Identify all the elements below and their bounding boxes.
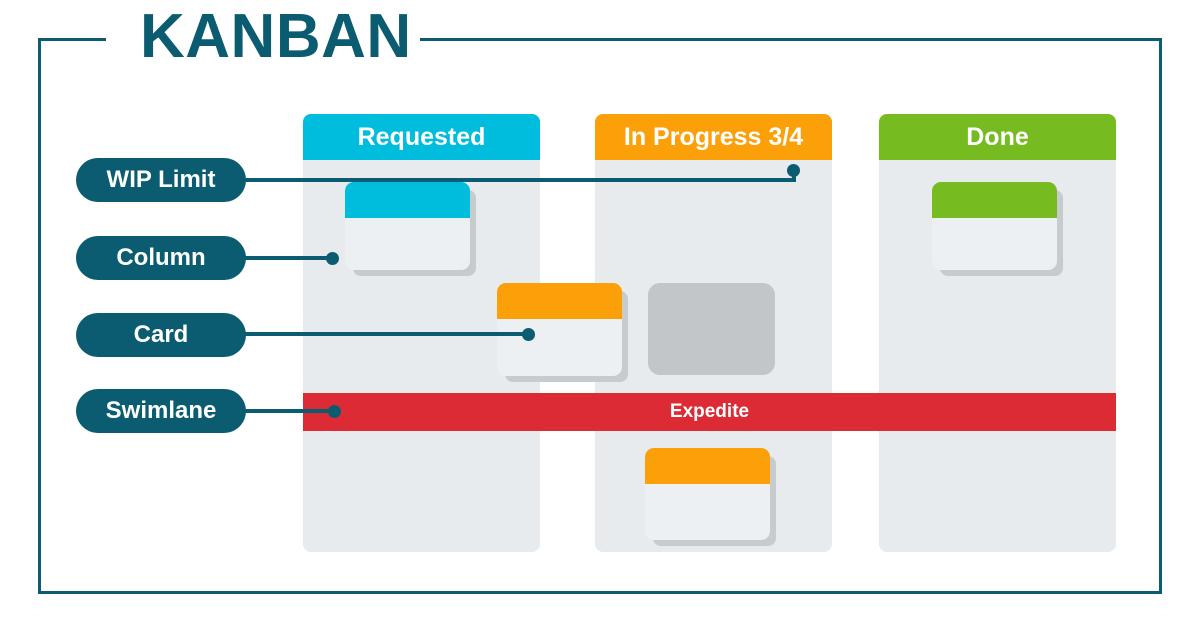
callout-label-wip-limit: WIP Limit — [106, 166, 216, 193]
swimlane-label: Expedite — [669, 401, 750, 422]
column-in-progress[interactable]: In Progress 3/4 — [595, 114, 832, 552]
card-orange-straddle[interactable] — [497, 283, 622, 376]
connector-card-horizontal — [240, 332, 532, 336]
card-done-green[interactable] — [932, 182, 1057, 270]
callout-pill-card[interactable]: Card — [76, 313, 246, 357]
frame-border-bottom — [38, 591, 1162, 594]
callout-label-swimlane: Swimlane — [105, 397, 217, 424]
connector-dot-column — [326, 252, 339, 265]
connector-column-horizontal — [240, 256, 336, 260]
frame-border-left — [38, 38, 41, 594]
connector-swimlane-horizontal — [240, 409, 338, 413]
connector-dot-swimlane — [328, 405, 341, 418]
callout-pill-wip-limit[interactable]: WIP Limit — [76, 158, 246, 202]
card-in-progress-orange[interactable] — [645, 448, 770, 540]
column-header-done: Done — [879, 114, 1116, 160]
card-in-progress-gray[interactable] — [648, 283, 775, 375]
connector-dot-wip-limit — [787, 164, 800, 177]
callout-pill-column[interactable]: Column — [76, 236, 246, 280]
callout-label-card: Card — [133, 321, 189, 348]
frame-border-top-right — [420, 38, 1162, 41]
frame-border-right — [1159, 38, 1162, 594]
page-title: KANBAN — [140, 2, 412, 71]
callout-pill-swimlane[interactable]: Swimlane — [76, 389, 246, 433]
column-header-in-progress: In Progress 3/4 — [595, 114, 832, 160]
card-strip-cyan — [345, 182, 470, 218]
callout-label-column: Column — [116, 244, 206, 271]
connector-wip-limit-horizontal — [240, 178, 796, 182]
column-done[interactable]: Done — [879, 114, 1116, 552]
column-header-requested: Requested — [303, 114, 540, 160]
card-requested-cyan[interactable] — [345, 182, 470, 270]
frame-border-top-left — [38, 38, 106, 41]
connector-dot-card — [522, 328, 535, 341]
card-strip-orange-2 — [645, 448, 770, 484]
swimlane-expedite[interactable]: Expedite — [303, 393, 1116, 431]
card-strip-green — [932, 182, 1057, 218]
card-strip-orange — [497, 283, 622, 319]
